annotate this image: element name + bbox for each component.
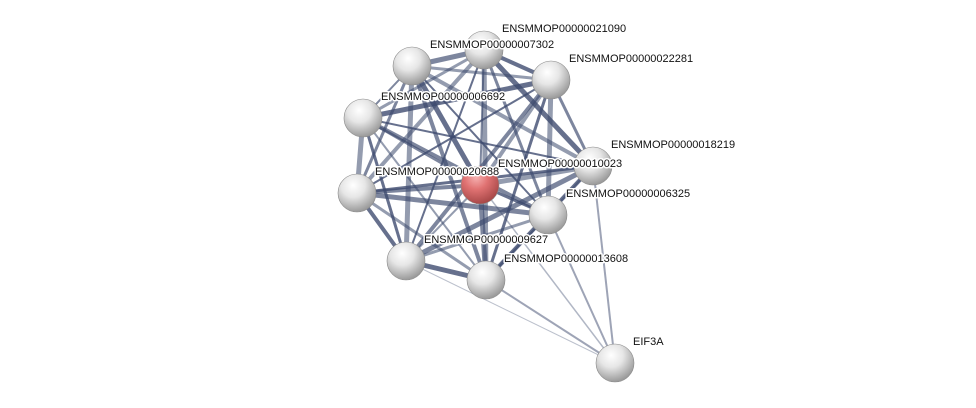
node-n7302[interactable] [392, 46, 432, 86]
node-label: ENSMMOP00000013608 [504, 253, 628, 265]
node-n023[interactable] [460, 165, 500, 205]
edge-n7302-n22281 [411, 64, 552, 82]
edge-n7302-n18219 [411, 64, 594, 168]
node-eif3a[interactable] [595, 343, 635, 383]
edge-eif3a-n6325 [547, 214, 616, 364]
node-n13608[interactable] [466, 260, 506, 300]
nodes-layer [337, 30, 635, 383]
node-label: ENSMMOP00000021090 [502, 23, 626, 35]
node-label: ENSMMOP00000006692 [381, 91, 505, 103]
edge-n7302-n6325 [411, 65, 549, 216]
node-label: ENSMMOP00000018219 [611, 139, 735, 151]
node-n20688[interactable] [337, 173, 377, 213]
edge-eif3a-n13608 [485, 279, 616, 364]
edge-eif3a-n9627 [405, 260, 616, 364]
node-n6692[interactable] [343, 98, 383, 138]
edge-n7302-n13608 [410, 65, 488, 281]
node-n9627[interactable] [386, 241, 426, 281]
node-label: ENSMMOP00000010023 [498, 158, 622, 170]
node-label: ENSMMOP00000020688 [375, 166, 499, 178]
node-n21090[interactable] [464, 30, 504, 70]
edge-n6325-n9627 [405, 213, 549, 263]
edge-n22281-n6692 [362, 77, 552, 121]
node-label: ENSMMOP00000007302 [430, 39, 554, 51]
node-n22281[interactable] [531, 60, 571, 100]
node-label: EIF3A [633, 336, 664, 348]
edge-eif3a-n023 [479, 184, 616, 364]
labels-layer: ENSMMOP00000021090ENSMMOP00000007302ENSM… [374, 22, 737, 350]
edge-n22281-n6325 [545, 79, 554, 216]
node-label: ENSMMOP00000009627 [424, 234, 548, 246]
node-label: ENSMMOP00000006325 [566, 188, 690, 200]
edge-n20688-n13608 [356, 191, 487, 282]
edge-n6692-n18219 [362, 117, 594, 167]
edge-n18219-n9627 [404, 163, 595, 264]
node-n18219[interactable] [573, 146, 613, 186]
edge-eif3a-n18219 [592, 165, 616, 364]
edge-n20688-n6325 [356, 190, 549, 218]
edge-n6692-n6325 [362, 116, 549, 217]
node-n6325[interactable] [528, 195, 568, 235]
edge-n21090-n18219 [482, 48, 595, 168]
edges-layer [354, 47, 616, 364]
node-label: ENSMMOP00000022281 [569, 53, 693, 65]
edge-n7302-n023 [409, 64, 483, 187]
